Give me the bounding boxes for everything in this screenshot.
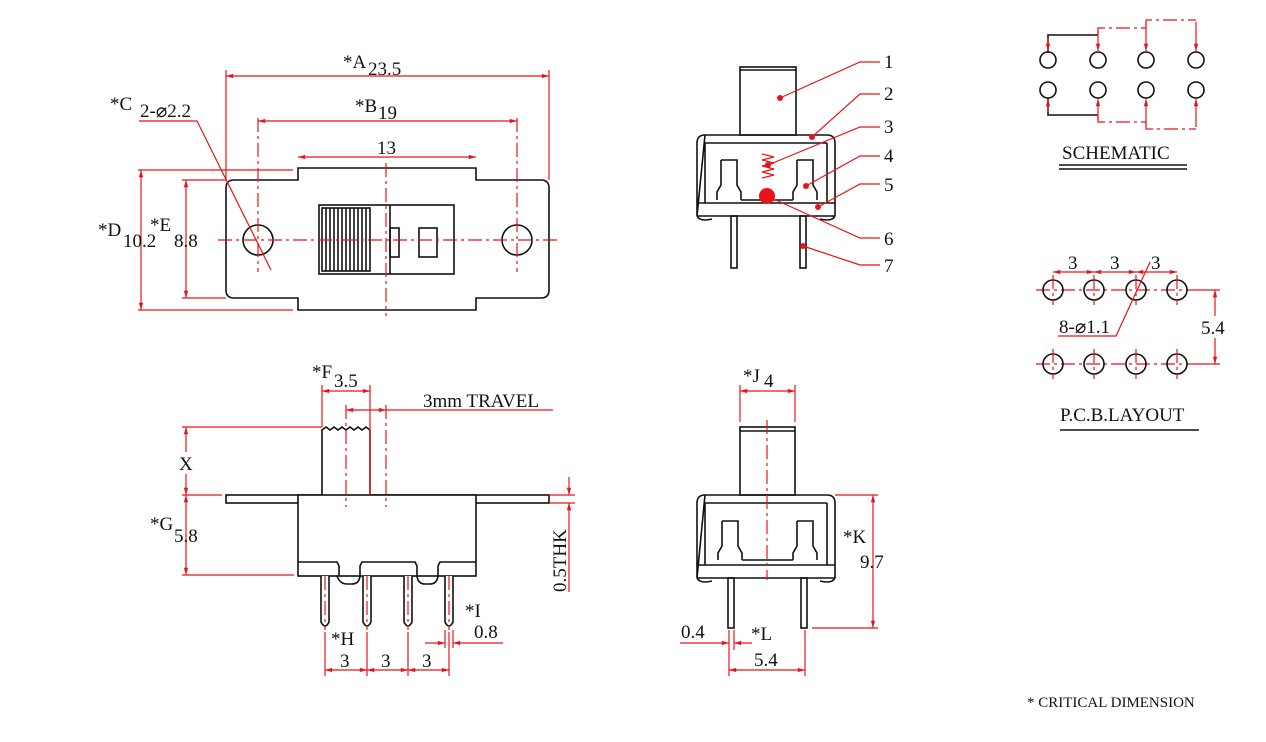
pin-pitch-dimensions [324, 632, 450, 676]
dim-h-label: *H [331, 629, 355, 650]
dim-c-label: *C [110, 94, 132, 115]
callout-leader [767, 126, 880, 166]
spring [761, 153, 775, 179]
callout-leader [817, 183, 880, 208]
schematic: SCHEMATIC [1039, 19, 1205, 170]
actuator [739, 426, 796, 496]
common-terminal [1089, 81, 1107, 99]
callout-leader [779, 61, 880, 99]
switch-body [297, 494, 477, 577]
callout-leader [766, 195, 880, 239]
section-view: 1 2 3 4 5 6 7 [696, 52, 894, 277]
callout-leader [805, 155, 880, 187]
pcb-pitch-1: 3 [1068, 253, 1078, 274]
dim-e-value: 8.8 [174, 231, 198, 252]
pcb-pitch-2: 3 [1110, 253, 1120, 274]
terminal [1187, 81, 1205, 99]
front-view: *J 4 *K 9.7 0.4 *L 5.4 [680, 366, 884, 676]
dim-j-value: 4 [764, 371, 774, 392]
dim-k-value: 9.7 [860, 552, 884, 573]
terminal [1137, 81, 1155, 99]
pcb-layout: 3 3 3 8-⌀1.1 5.4 P.C.B.LAYOUT [1036, 253, 1228, 431]
pcb-pitch-3: 3 [1151, 253, 1161, 274]
pin-right [800, 577, 808, 629]
side-view: *F 3.5 3mm TRAVEL X *G 5.8 0.5THK *H 3 3… [150, 362, 575, 676]
callout-dot [800, 243, 806, 249]
dim-b-label: *B [355, 96, 377, 117]
dim-a-value: 23.5 [368, 59, 401, 80]
pitch-1: 3 [340, 651, 350, 672]
callout-7: 7 [884, 256, 894, 277]
pcb-hole-spec: 8-⌀1.1 [1059, 317, 1110, 338]
terminal [1137, 51, 1155, 69]
callout-leader [811, 93, 880, 138]
housing-outline [225, 167, 550, 311]
pcb-title: P.C.B.LAYOUT [1060, 405, 1185, 426]
callout-dot [777, 95, 783, 101]
pitch-3: 3 [422, 651, 432, 672]
dim-f-value: 3.5 [334, 371, 358, 392]
callout-dot [803, 183, 809, 189]
pin-left [730, 215, 738, 269]
schematic-title: SCHEMATIC [1062, 143, 1170, 164]
callout-5: 5 [884, 175, 894, 196]
dim-i-value: 0.8 [474, 622, 498, 643]
dim-c-value: 2-⌀2.2 [140, 101, 191, 122]
top-view: *A 23.5 *B 19 13 *C 2-⌀2.2 *D 10.2 *E 8.… [98, 52, 557, 316]
pin-right [799, 215, 807, 269]
callout-4: 4 [884, 146, 894, 167]
dim-l-pitch: 5.4 [754, 650, 778, 671]
dim-k-label: *K [843, 527, 867, 548]
thk-label: 0.5THK [550, 529, 571, 592]
dim-j-label: *J [743, 366, 760, 387]
dim-e-label: *E [150, 215, 171, 236]
callout-leader [802, 245, 880, 266]
callout-dot [764, 193, 770, 199]
dim-d-value: 10.2 [123, 231, 156, 252]
pcb-row-spacing: 5.4 [1201, 318, 1225, 339]
terminal [1039, 51, 1057, 69]
terminal [1187, 51, 1205, 69]
dim-a-label: *A [343, 52, 367, 73]
callout-dot [815, 204, 821, 210]
callout-dot [765, 162, 771, 168]
callout-6: 6 [884, 229, 894, 250]
dim-g-value: 5.8 [174, 526, 198, 547]
actuator [739, 66, 797, 136]
dim-x-label: X [179, 454, 193, 475]
dim-d-label: *D [98, 220, 121, 241]
terminal [1039, 81, 1057, 99]
dim-l-label: *L [751, 624, 772, 645]
dim-g-label: *G [150, 514, 174, 535]
pcb-holes [1042, 275, 1188, 379]
pins [320, 576, 454, 630]
pitch-2: 3 [381, 651, 391, 672]
dim-13-value: 13 [377, 138, 396, 159]
callout-3: 3 [884, 117, 894, 138]
critical-dimension-note: * CRITICAL DIMENSION [1027, 695, 1195, 711]
callout-1: 1 [884, 52, 894, 73]
callout-dot [809, 134, 815, 140]
dim-b-value: 19 [378, 103, 397, 124]
callout-2: 2 [884, 84, 894, 105]
dim-i-label: *I [465, 601, 481, 622]
travel-label: 3mm TRAVEL [423, 391, 539, 412]
dim-l-width: 0.4 [681, 622, 705, 643]
common-terminal [1089, 51, 1107, 69]
callout-leaders [764, 61, 880, 266]
dimension-c-leader [139, 120, 272, 271]
pin-left [727, 577, 735, 629]
terminals [1039, 51, 1205, 99]
dim-f-label: *F [312, 362, 332, 383]
